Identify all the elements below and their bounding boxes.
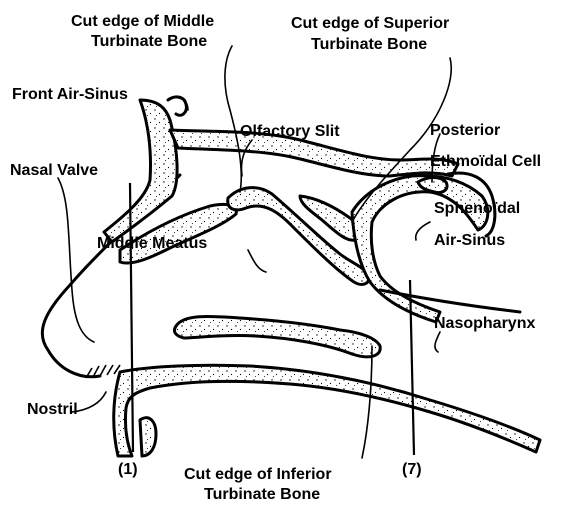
palate-bone	[114, 365, 540, 456]
label-posterior-line2: Ethmoïdal Cell	[430, 153, 541, 170]
inferior-turbinate	[174, 316, 380, 356]
leader-cut-middle	[225, 46, 241, 192]
label-sphenoidal-line1: Sphenoïdal	[434, 200, 520, 217]
leader-middle-meatus	[248, 250, 266, 272]
label-nostril: Nostril	[27, 401, 78, 418]
label-cut-inferior-line2: Turbinate Bone	[204, 486, 320, 503]
label-olfactory-slit: Olfactory Slit	[240, 123, 340, 140]
leader-nasopharynx	[435, 332, 440, 352]
label-nasal-valve: Nasal Valve	[10, 162, 98, 179]
label-section-7: (7)	[402, 461, 422, 478]
leader-sphenoidal	[416, 222, 430, 240]
label-cut-middle-line1: Cut edge of Middle	[71, 13, 214, 30]
label-posterior-line1: Posterior	[430, 122, 500, 139]
label-middle-meatus: Middle Meatus	[97, 235, 207, 252]
label-cut-inferior-line1: Cut edge of Inferior	[184, 466, 332, 483]
label-cut-superior-line2: Turbinate Bone	[311, 36, 427, 53]
label-section-1: (1)	[118, 461, 138, 478]
label-cut-middle-line2: Turbinate Bone	[91, 33, 207, 50]
leader-cut-inferior	[362, 346, 372, 458]
floor-nub	[140, 418, 156, 456]
label-sphenoidal-line2: Air-Sinus	[434, 232, 505, 249]
leader-nasal-valve	[58, 178, 94, 342]
frontal-bone	[104, 100, 177, 242]
label-nasopharynx: Nasopharynx	[434, 315, 535, 332]
label-front-air-sinus: Front Air-Sinus	[12, 86, 128, 103]
label-cut-superior-line1: Cut edge of Superior	[291, 15, 449, 32]
